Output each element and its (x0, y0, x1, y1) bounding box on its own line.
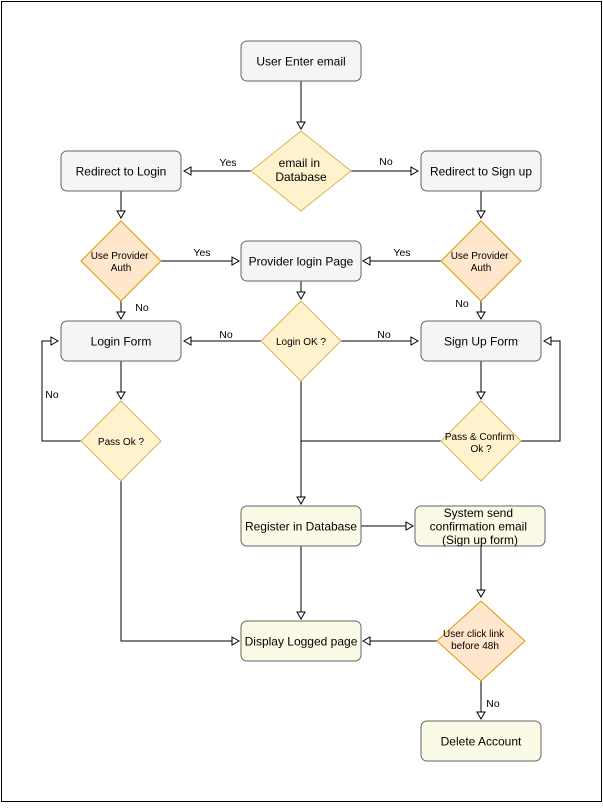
decision-login-ok (260, 300, 342, 382)
edge-label-provider-left-yes: Yes (193, 247, 210, 259)
edge-pass-confirm-loop (520, 336, 561, 442)
decision-pass-ok-label: Pass Ok ? (98, 437, 145, 448)
node-delete-account-label: Delete Account (441, 735, 522, 749)
node-redirect-to-signup (420, 150, 542, 192)
edge-pass-ok-to-display (120, 481, 241, 646)
node-provider-login-page-label: Provider login Page (249, 255, 354, 269)
edge-label-login-ok-no-right: No (377, 329, 391, 341)
decision-email-in-database-label: email in Database (275, 156, 327, 184)
node-redirect-to-signup-label: Redirect to Sign up (430, 165, 532, 179)
edge-label-login-ok-no-left: No (219, 329, 233, 341)
edge-pass-ok-no-loop (41, 336, 82, 442)
edge-label-provider-right-yes: Yes (393, 247, 410, 259)
decision-use-provider-left (80, 220, 162, 302)
node-register-in-database-label: Register in Database (245, 520, 357, 534)
decision-pass-ok (80, 400, 162, 482)
edge-label-pass-ok-no: No (45, 389, 59, 401)
node-system-send-email (414, 505, 546, 547)
decision-use-provider-right-label: Use Provider Auth (451, 251, 512, 274)
edge-label-email-no: No (379, 156, 393, 168)
node-login-form-label: Login Form (91, 335, 152, 349)
edge-label-provider-left-no: No (135, 302, 149, 314)
decision-use-provider-right (440, 220, 522, 302)
decision-email-in-database (250, 130, 352, 212)
edge-label-click-link-no: No (486, 698, 500, 710)
decision-user-click-link-label: User click link before 48h (443, 629, 507, 652)
decision-pass-confirm-ok (440, 400, 522, 482)
node-register-in-database (240, 505, 362, 547)
decision-user-click-link (436, 600, 526, 682)
node-signup-form-label: Sign Up Form (444, 335, 518, 349)
decision-login-ok-label: Login OK ? (276, 337, 326, 348)
decision-pass-confirm-ok-label: Pass & Confirm Ok ? (445, 432, 517, 455)
node-display-logged-page-label: Display Logged page (245, 635, 358, 649)
node-user-enter-email (240, 40, 362, 82)
node-system-send-email-label: System send confirmation email (Sign up … (430, 506, 531, 547)
node-user-enter-email-label: User Enter email (256, 55, 345, 69)
edge-label-email-yes: Yes (219, 157, 236, 169)
node-display-logged-page (240, 620, 362, 662)
node-signup-form (420, 320, 542, 362)
edge-label-provider-right-no: No (455, 298, 469, 310)
node-provider-login-page (240, 240, 362, 282)
node-redirect-to-login-label: Redirect to Login (76, 165, 167, 179)
decision-use-provider-left-label: Use Provider Auth (91, 251, 152, 274)
node-delete-account (420, 720, 542, 762)
node-login-form (60, 320, 182, 362)
node-redirect-to-login (60, 150, 182, 192)
